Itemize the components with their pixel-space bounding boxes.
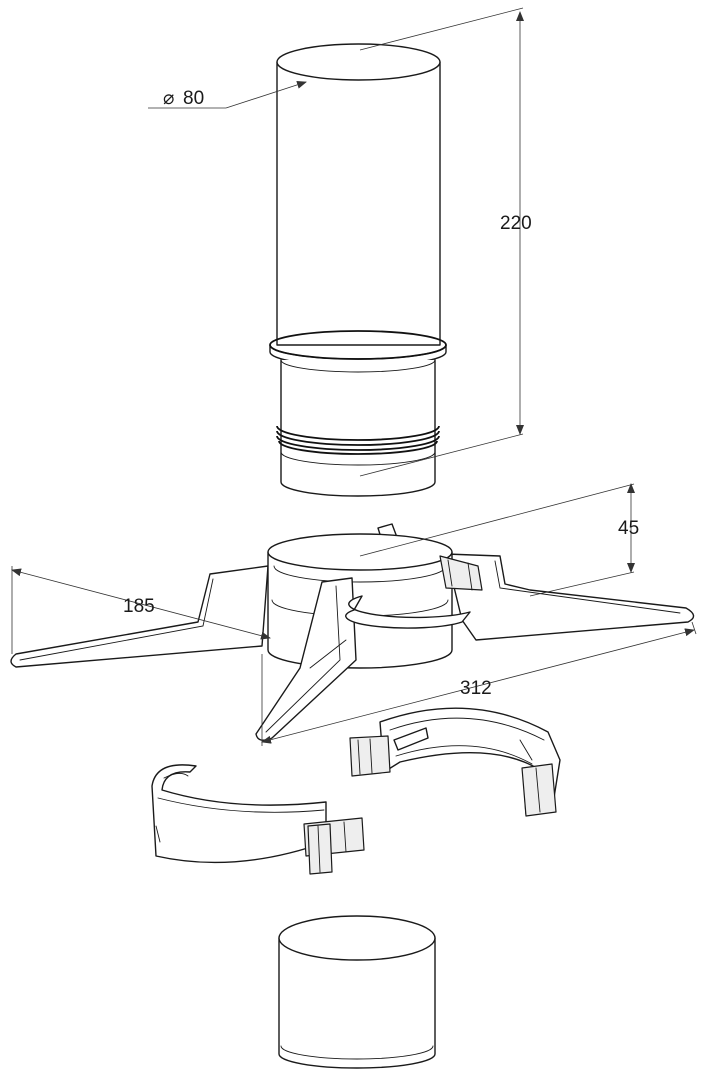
right-clip-part xyxy=(349,707,561,817)
tube-height-label: 220 xyxy=(500,213,532,234)
left-clip-part xyxy=(151,764,365,875)
tube-part xyxy=(269,43,447,497)
cap-part xyxy=(278,915,436,1069)
stand-height-label: 45 xyxy=(618,518,639,539)
stand-width-label: 312 xyxy=(460,678,492,699)
diameter-symbol: ⌀ xyxy=(163,88,174,109)
diameter-label: 80 xyxy=(183,88,204,109)
leg-length-label: 185 xyxy=(123,596,155,617)
dimension-lines xyxy=(11,7,697,746)
stand-part xyxy=(10,523,695,741)
